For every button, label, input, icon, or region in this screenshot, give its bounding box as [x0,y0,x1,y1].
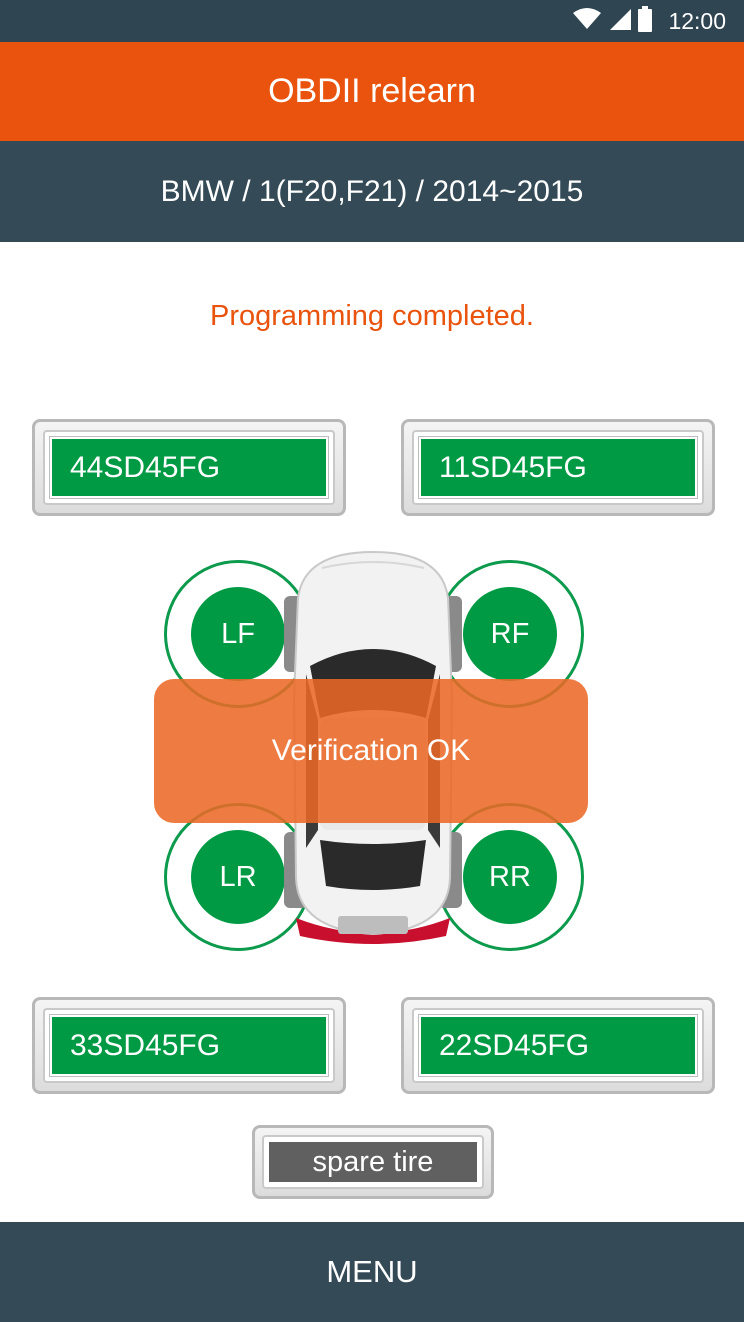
programming-status-message: Programming completed. [210,300,534,332]
cellular-signal-icon [608,7,632,36]
vehicle-info: BMW / 1(F20,F21) / 2014~2015 [160,174,584,208]
sensor-id-lr-value: 33SD45FG [49,1014,329,1077]
sensor-id-rf[interactable]: 11SD45FG [401,419,715,516]
menu-label: MENU [326,1254,418,1289]
wheel-lf[interactable]: LF [191,587,285,681]
wheel-rr[interactable]: RR [463,830,557,924]
page-title: OBDII relearn [268,72,476,110]
sensor-id-rr[interactable]: 22SD45FG [401,997,715,1094]
sensor-id-lr[interactable]: 33SD45FG [32,997,346,1094]
app-title-bar: OBDII relearn [0,42,744,141]
menu-button[interactable]: MENU [0,1222,744,1322]
status-bar: 12:00 [0,0,744,42]
status-time: 12:00 [668,7,726,34]
sensor-id-lf[interactable]: 44SD45FG [32,419,346,516]
vehicle-bar: BMW / 1(F20,F21) / 2014~2015 [0,141,744,242]
wheel-lr[interactable]: LR [191,830,285,924]
spare-tire-button[interactable]: spare tire [252,1125,494,1199]
wheel-rf[interactable]: RF [463,587,557,681]
wifi-icon [572,7,602,36]
battery-icon [638,5,653,37]
sensor-id-rf-value: 11SD45FG [418,436,698,499]
status-icons: 12:00 [572,5,726,37]
verification-toast: Verification OK [154,679,588,823]
spare-tire-label: spare tire [269,1142,477,1182]
sensor-id-rr-value: 22SD45FG [418,1014,698,1077]
sensor-id-lf-value: 44SD45FG [49,436,329,499]
